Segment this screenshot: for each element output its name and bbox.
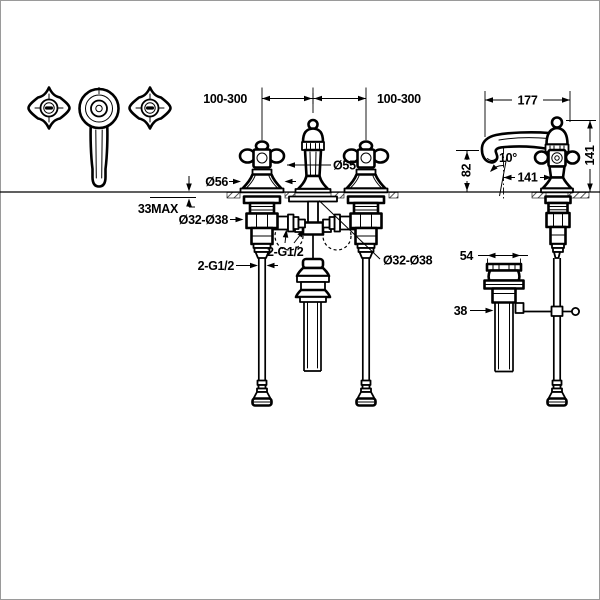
front-view-pipe-left (251, 256, 273, 407)
side-view-pipe (546, 256, 568, 407)
side-view-valve-shank (544, 195, 572, 259)
dim-drain-pipe-width: 38 (454, 304, 494, 318)
dim-label-hose-connections: 2-G1/2 (267, 245, 304, 259)
dim-label-spread-left: 100-300 (203, 92, 247, 106)
side-view-popup-rod (523, 305, 581, 317)
dim-spout-angle: 10° (488, 147, 518, 199)
dim-spread-left-right: 100-300 100-300 (203, 92, 421, 106)
dim-label-deck-thickness: 33MAX (138, 202, 179, 216)
dim-handle-diameter: Ø56 (205, 175, 296, 189)
dim-label-inlet-connections: 2-G1/2 (198, 259, 235, 273)
dim-label-height-right: 141 (583, 145, 597, 165)
dim-label-spout-base-diameter: Ø55 (333, 159, 356, 173)
dim-deck-thickness: 33MAX (138, 176, 196, 216)
top-view-spout (78, 87, 120, 188)
dim-drain-flange-width: 54 (460, 249, 528, 264)
dim-label-drain-pipe-width: 38 (454, 304, 468, 318)
dim-mounting-hole-left: Ø32-Ø38 (179, 213, 244, 227)
dim-label-handle-diameter: Ø56 (205, 175, 228, 189)
dim-label-reach-overall: 177 (518, 94, 538, 108)
dim-reach-center: 141 (503, 171, 552, 185)
side-view-spout-arm (480, 131, 551, 164)
dim-outlet-height: 82 (456, 150, 479, 192)
dim-reach-overall: 177 (484, 91, 571, 137)
front-view-popup-drain (294, 257, 332, 372)
front-view (238, 87, 390, 407)
dim-height-right: 141 (566, 120, 597, 192)
dim-drain-hole-right: Ø32-Ø38 (318, 200, 433, 268)
dim-label-spout-angle: 10° (499, 151, 517, 165)
side-view-drain (483, 262, 525, 373)
side-view (480, 116, 581, 407)
front-view-pipe-right (355, 256, 377, 407)
dim-label-drain-hole-right: Ø32-Ø38 (383, 254, 433, 268)
dim-label-reach-center: 141 (518, 171, 538, 185)
dim-label-mounting-hole-left: Ø32-Ø38 (179, 213, 229, 227)
dim-spout-base-diameter: Ø55 (287, 159, 356, 173)
dim-hose-connections: 2-G1/2 (267, 227, 307, 259)
dim-inlet-connections: 2-G1/2 (198, 259, 278, 273)
top-view (27, 86, 172, 188)
dim-label-spread-right: 100-300 (377, 92, 421, 106)
side-view-body (533, 116, 581, 194)
dim-label-drain-flange-width: 54 (460, 249, 474, 263)
top-view-handle-left (27, 86, 71, 130)
front-view-hoses (274, 221, 352, 251)
front-view-spout (294, 118, 332, 194)
top-view-handle-right (128, 86, 172, 130)
dim-label-outlet-height: 82 (460, 164, 474, 178)
front-view-handle-left (238, 140, 286, 194)
front-view-valve-right (321, 195, 386, 260)
